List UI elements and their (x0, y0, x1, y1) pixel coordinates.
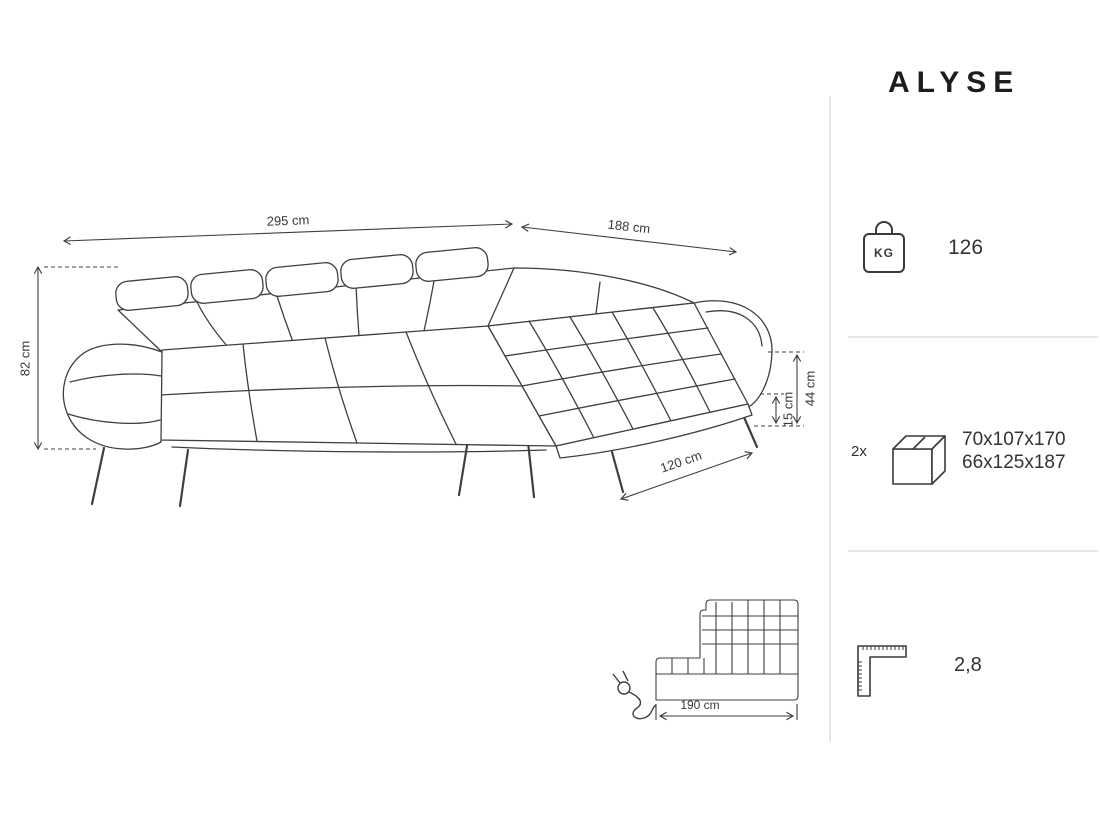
sofa-chaise (487, 302, 753, 459)
dim-label-schematic-width: 190 cm (680, 698, 720, 712)
weight-value: 126 (948, 236, 984, 259)
kg-badge-label: KG (874, 246, 894, 260)
kg-bag-icon (863, 221, 905, 273)
dim-arrow-295 (62, 220, 514, 245)
dim-label-seat-height: 44 cm (802, 370, 818, 407)
plug-icon (612, 670, 657, 720)
corner-ruler-icon (857, 645, 907, 697)
product-title: ALYSE (888, 66, 1021, 99)
package-count: 2x (851, 443, 867, 460)
sofa-illustration (62, 247, 773, 508)
sofa-headrests (115, 247, 489, 311)
package-size-1: 70x107x170 (962, 429, 1066, 450)
top-view-schematic (655, 599, 799, 701)
dim-arrow-120 (619, 451, 754, 501)
sofa-legs (90, 406, 759, 508)
sofa-right-armrest (693, 300, 773, 409)
dim-label-height: 82 cm (17, 340, 33, 377)
sofa-left-armrest (62, 343, 163, 450)
dim-extension-190 (655, 704, 798, 720)
box-icon (892, 435, 946, 485)
dim-label-leg-clearance: 15 cm (780, 391, 796, 428)
dashed-extension-lines (44, 266, 804, 450)
package-size-2: 66x125x187 (962, 452, 1066, 473)
dim-arrow-188 (520, 223, 738, 256)
sofa-seat (157, 325, 557, 453)
power-cord (628, 691, 657, 720)
volume-value: 2,8 (954, 654, 982, 676)
